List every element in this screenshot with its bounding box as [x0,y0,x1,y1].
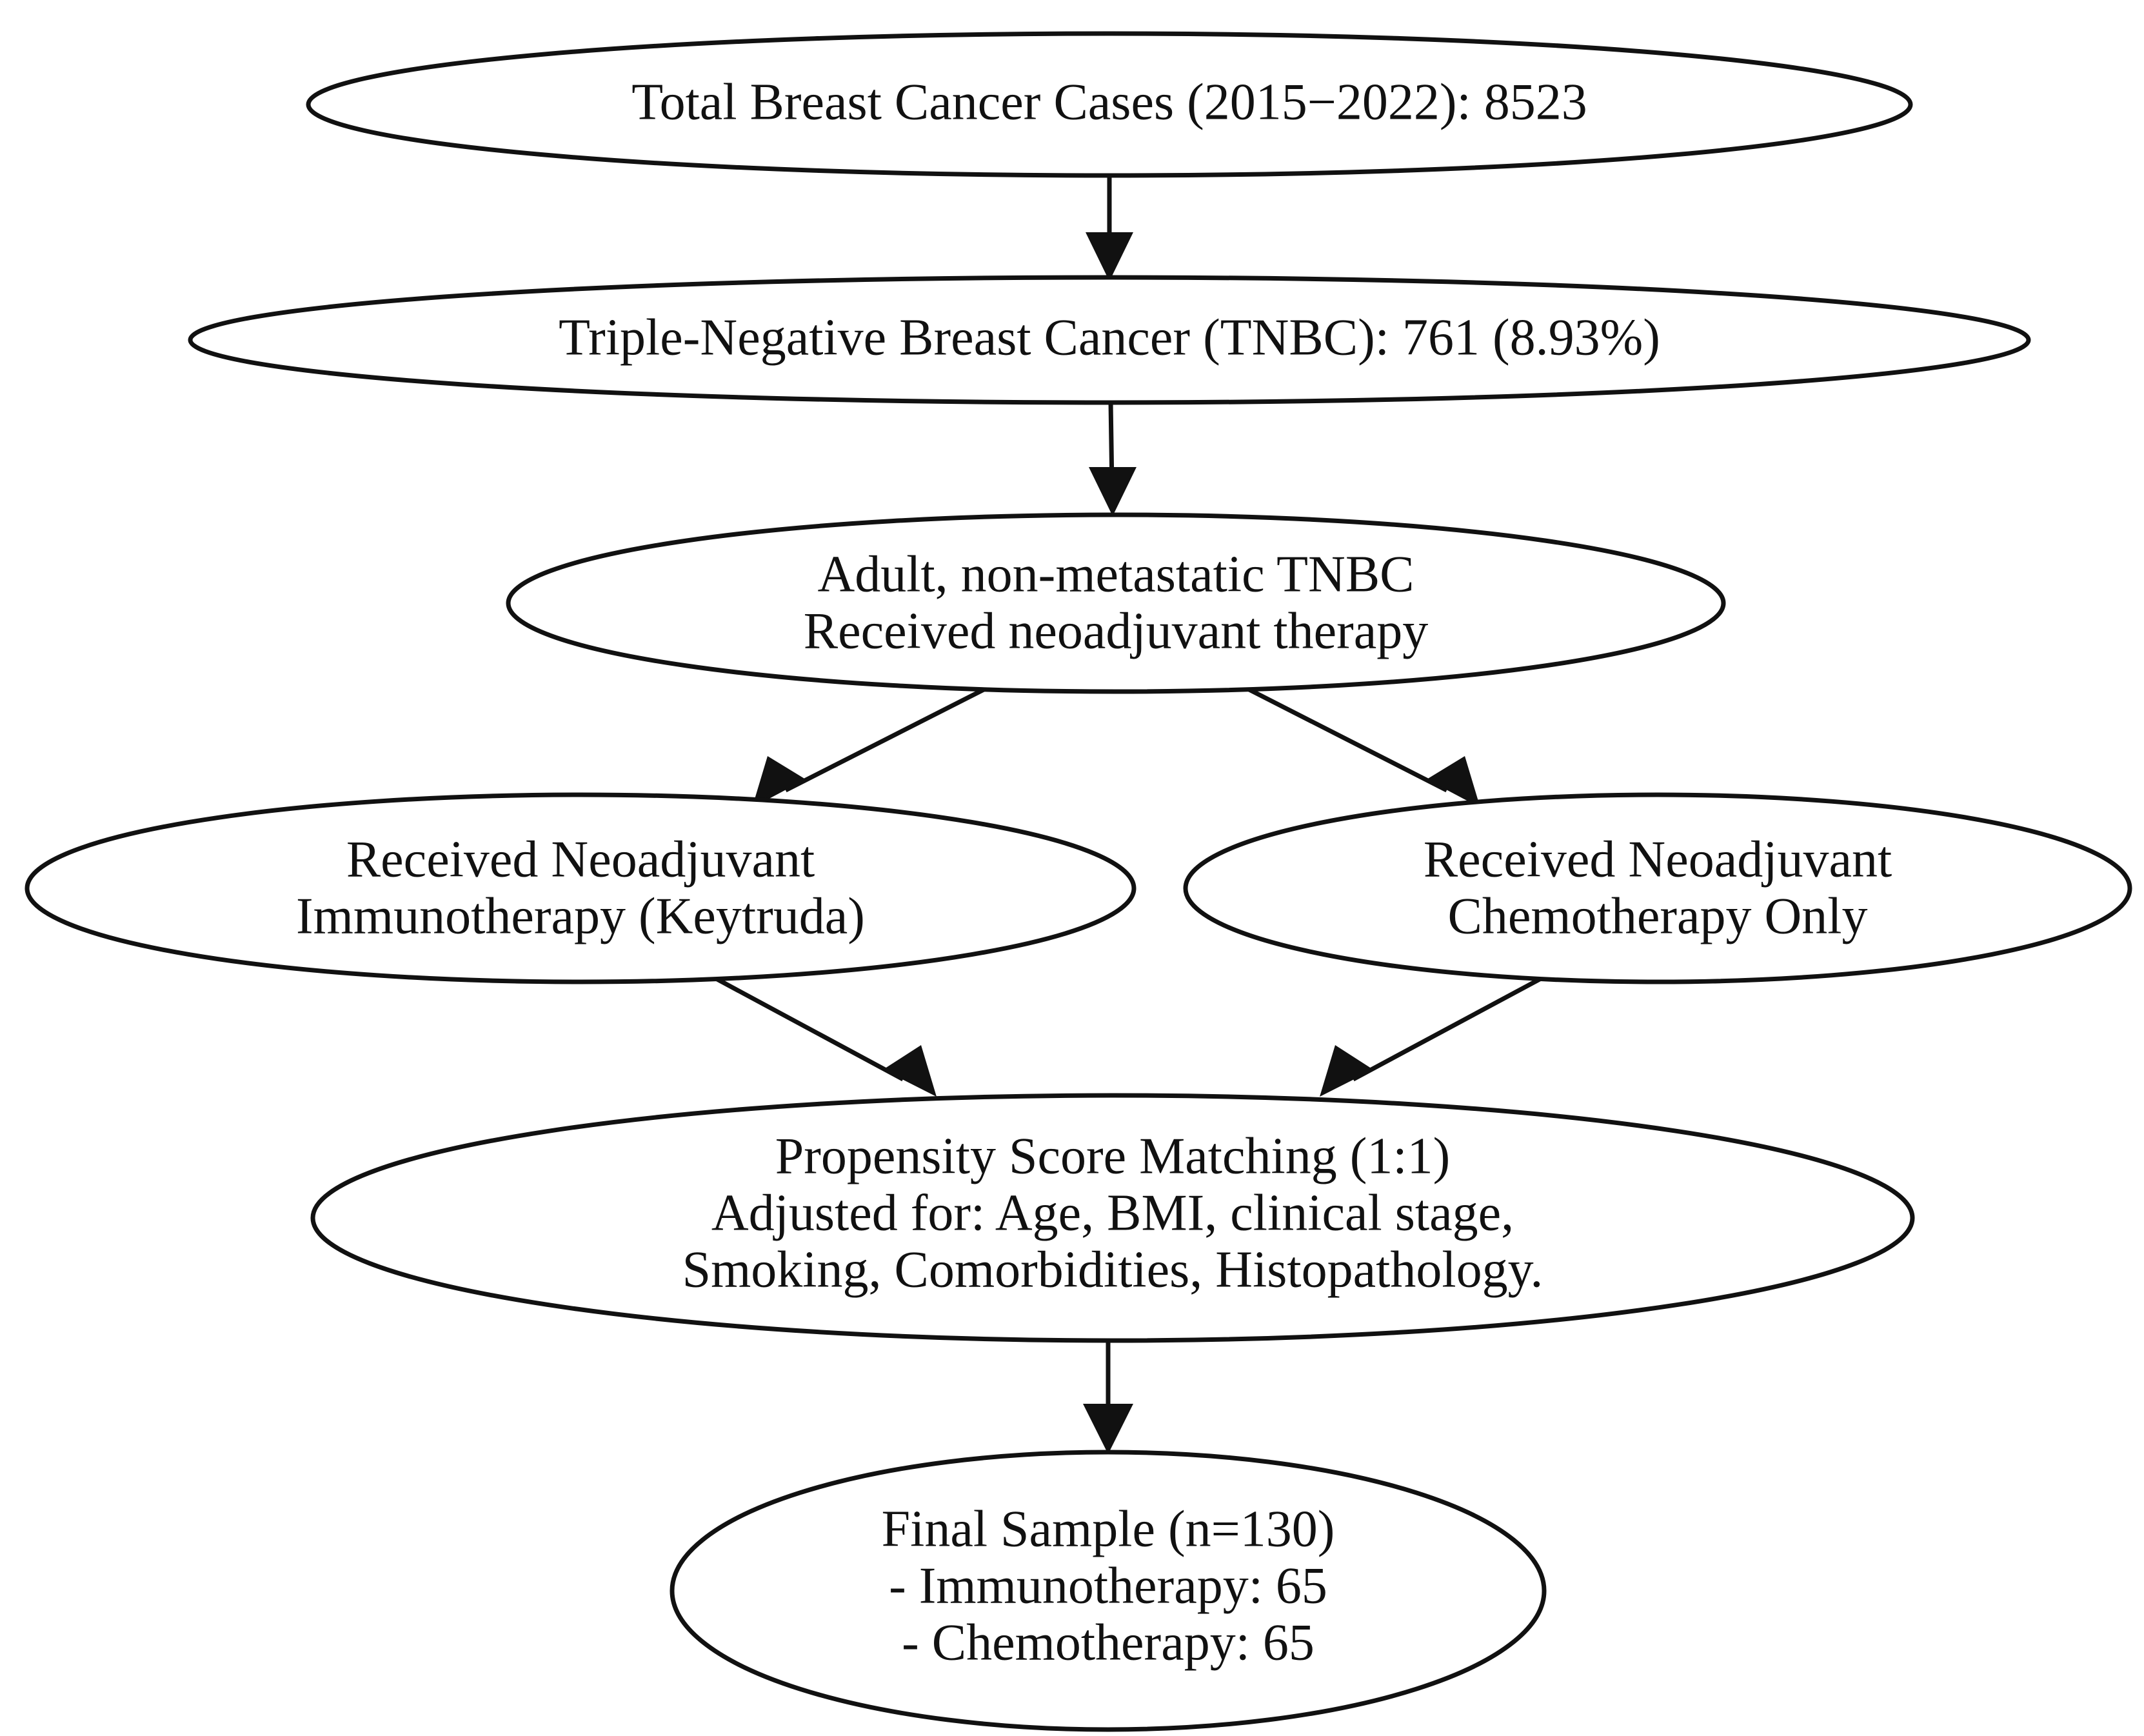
node-tnbc-line-1: Triple-Negative Breast Cancer (TNBC): 76… [559,309,1660,366]
node-propensity-matching-line-2: Adjusted for: Age, BMI, clinical stage, [711,1184,1514,1241]
node-immunotherapy-arm-shape [25,792,1137,984]
node-tnbc-shape [188,275,2031,405]
node-final-sample[interactable]: Final Sample (n=130) - Immunotherapy: 65… [670,1450,1547,1732]
node-final-sample-line-2: - Immunotherapy: 65 [889,1557,1327,1614]
edge-total-cases-to-tnbc [1086,175,1133,281]
node-immunotherapy-arm-line-2: Immunotherapy (Keytruda) [296,888,865,944]
edge-immunotherapy-to-propensity [708,972,937,1097]
node-final-sample-shape [670,1450,1547,1732]
node-immunotherapy-arm-line-1: Received Neoadjuvant [346,831,815,888]
node-propensity-matching-shape [310,1093,1915,1343]
edge-chemotherapy-to-propensity [1320,972,1549,1097]
node-chemotherapy-arm[interactable]: Received Neoadjuvant Chemotherapy Only [1183,792,2132,984]
edge-eligibility-to-immunotherapy [752,683,993,808]
node-chemotherapy-arm-line-2: Chemotherapy Only [1448,888,1868,944]
node-tnbc[interactable]: Triple-Negative Breast Cancer (TNBC): 76… [188,275,2031,405]
node-propensity-matching[interactable]: Propensity Score Matching (1:1) Adjusted… [310,1093,1915,1343]
node-eligibility-line-1: Adult, non-metastatic TNBC [817,546,1414,603]
node-eligibility-line-2: Received neoadjuvant therapy [804,603,1428,659]
node-final-sample-line-1: Final Sample (n=130) [882,1501,1335,1557]
node-chemotherapy-arm-shape [1183,792,2132,984]
node-immunotherapy-arm[interactable]: Received Neoadjuvant Immunotherapy (Keyt… [25,792,1137,984]
node-total-cases-shape [306,31,1913,178]
edge-tnbc-to-eligibility [1089,401,1137,516]
node-eligibility[interactable]: Adult, non-metastatic TNBC Received neoa… [506,512,1726,694]
edge-propensity-to-final-sample [1083,1339,1133,1454]
node-total-cases[interactable]: Total Breast Cancer Cases (2015−2022): 8… [306,31,1913,178]
node-total-cases-line-1: Total Breast Cancer Cases (2015−2022): 8… [631,74,1587,130]
node-final-sample-line-3: - Chemotherapy: 65 [902,1614,1315,1671]
node-propensity-matching-line-3: Smoking, Comorbidities, Histopathology. [682,1241,1543,1298]
node-eligibility-shape [506,512,1726,694]
node-propensity-matching-line-1: Propensity Score Matching (1:1) [775,1128,1450,1184]
edge-eligibility-to-chemotherapy [1240,683,1480,808]
node-chemotherapy-arm-line-1: Received Neoadjuvant [1424,831,1892,888]
